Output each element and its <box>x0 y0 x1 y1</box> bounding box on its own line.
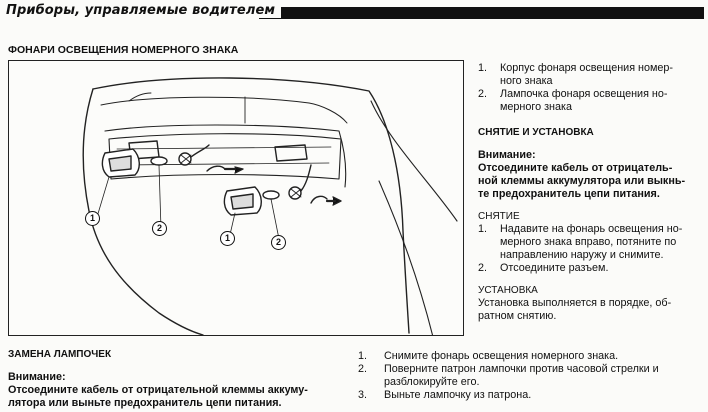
callout-1: 1 <box>85 211 100 226</box>
removal-heading: СНЯТИЕ <box>478 211 520 222</box>
legend-item-text: мерного знака <box>500 101 572 113</box>
step-text: Выньте лампочку из патрона. <box>384 389 532 401</box>
step-text: Отсоедините разъем. <box>500 262 609 274</box>
warning-label: Внимание: <box>478 149 536 161</box>
legend-item-number: 2. <box>478 88 488 100</box>
header-bar <box>259 7 704 19</box>
removal-step: 1. Надавите на фонарь освещения но- мерн… <box>478 223 704 262</box>
warning-line: Отсоедините кабель от отрицатель- <box>478 162 673 174</box>
bulb-step: 1. Снимите фонарь освещения номерного зн… <box>358 350 704 363</box>
legend-item: 1. Корпус фонаря освещения номер- ного з… <box>478 62 704 88</box>
step-text: Снимите фонарь освещения номерного знака… <box>384 350 619 362</box>
warning-text: Отсоедините кабель от отрицатель- ной кл… <box>478 162 704 201</box>
bulb-step: 3. Выньте лампочку из патрона. <box>358 389 704 402</box>
step-text: Надавите на фонарь освещения но- <box>500 223 683 235</box>
page-header: Приборы, управляемые водителем <box>6 2 704 24</box>
license-lamp-illustration: 1 2 1 2 <box>8 60 464 336</box>
right-column: 1. Корпус фонаря освещения номер- ного з… <box>478 62 704 323</box>
step-text: Поверните патрон лампочки против часовой… <box>384 363 659 375</box>
removal-steps: 1. Надавите на фонарь освещения но- мерн… <box>478 223 704 275</box>
warning-line: те предохранитель цепи питания. <box>478 188 660 200</box>
warning-line: ной клеммы аккумулятора или выкнь- <box>478 175 686 187</box>
legend-item-text: Лампочка фонаря освещения но- <box>500 88 668 100</box>
install-heading: УСТАНОВКА <box>478 285 538 296</box>
removal-step: 2. Отсоедините разъем. <box>478 262 704 275</box>
install-line: Установка выполняется в порядке, об- <box>478 297 672 309</box>
bulb-warning-text: Отсоедините кабель от отрицательной клем… <box>8 384 338 410</box>
install-line: ратном снятию. <box>478 310 557 322</box>
bulb-replacement-steps: 1. Снимите фонарь освещения номерного зн… <box>358 350 704 402</box>
step-text: разблокируйте его. <box>384 376 480 388</box>
bulb-warning-line: Отсоедините кабель от отрицательной клем… <box>8 384 308 396</box>
removal-install-heading: СНЯТИЕ И УСТАНОВКА <box>478 127 594 138</box>
bulb-step: 2. Поверните патрон лампочки против часо… <box>358 363 704 389</box>
step-number: 1. <box>358 350 368 362</box>
legend-item-text: Корпус фонаря освещения номер- <box>500 62 674 74</box>
header-title: Приборы, управляемые водителем <box>6 3 282 18</box>
legend-item-number: 1. <box>478 62 488 74</box>
step-number: 1. <box>478 223 488 235</box>
step-text: мерного знака вправо, потяните по <box>500 236 677 248</box>
callout-1: 1 <box>220 231 235 246</box>
install-text: Установка выполняется в порядке, об- рат… <box>478 297 704 323</box>
step-number: 2. <box>358 363 368 375</box>
bulb-steps: 1. Снимите фонарь освещения номерного зн… <box>358 350 704 402</box>
bulb-replacement-warning: ЗАМЕНА ЛАМПОЧЕК Внимание: Отсоедините ка… <box>8 348 338 410</box>
step-number: 3. <box>358 389 368 401</box>
legend-list: 1. Корпус фонаря освещения номер- ного з… <box>478 62 704 114</box>
bulb-heading: ЗАМЕНА ЛАМПОЧЕК <box>8 349 112 360</box>
legend-item-text: ного знака <box>500 75 553 87</box>
tailgate-drawing <box>82 77 458 335</box>
bulb-warning-label: Внимание: <box>8 371 66 383</box>
section-title: ФОНАРИ ОСВЕЩЕНИЯ НОМЕРНОГО ЗНАКА <box>8 44 239 56</box>
bulb-warning-line: лятора или выньте предохранитель цепи пи… <box>8 397 282 409</box>
callout-2: 2 <box>271 235 286 250</box>
legend-item: 2. Лампочка фонаря освещения но- мерного… <box>478 88 704 114</box>
callout-2: 2 <box>152 221 167 236</box>
step-text: направлению наружу и снимите. <box>500 249 664 261</box>
step-number: 2. <box>478 262 488 274</box>
